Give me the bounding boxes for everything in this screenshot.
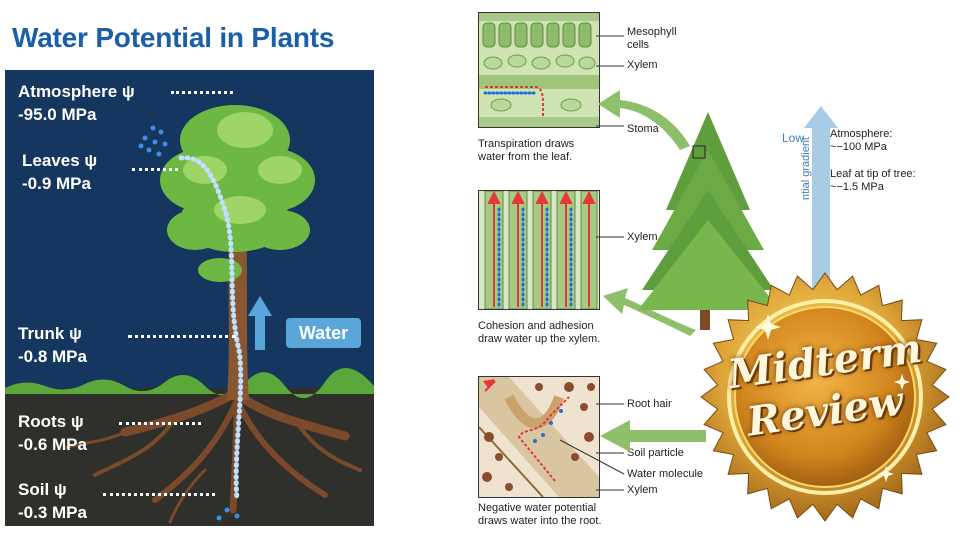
mesophyll-label: Mesophyll cells (627, 26, 677, 52)
roots-value: -0.6 MPa (18, 435, 87, 454)
water-molecule-label: Water molecule (627, 468, 704, 480)
leaf-cells-illustration (479, 13, 599, 127)
stem-caption-line2: draw water up the xylem. (478, 333, 601, 345)
conifer-tree-illustration (638, 112, 780, 330)
atmosphere-gradient-label: Atmosphere: ~−100 MPa (830, 128, 892, 154)
gradient-axis-label: ntial gradient (800, 137, 812, 200)
leaves-leader (132, 168, 178, 171)
atmosphere-name: Atmosphere ψ (18, 82, 135, 101)
soil-value: -0.3 MPa (18, 503, 87, 522)
leaf-tip-gradient-value: ~−1.5 MPa (830, 181, 884, 193)
leaves-name: Leaves ψ (22, 151, 98, 170)
tree-illustration (5, 105, 374, 526)
trunk-name: Trunk ψ (18, 324, 82, 343)
leaf-xylem-label: Xylem (627, 59, 658, 71)
soil-label: Soil ψ -0.3 MPa (18, 478, 87, 524)
roots-leader (119, 422, 201, 425)
soil-particle-label: Soil particle (627, 447, 684, 459)
stoma-label: Stoma (627, 123, 659, 135)
leaf-tip-gradient-title: Leaf at tip of tree: (830, 168, 916, 180)
atmosphere-gradient-title: Atmosphere: (830, 128, 893, 140)
atmosphere-gradient-value: ~−100 MPa (830, 141, 887, 153)
roots-label: Roots ψ -0.6 MPa (18, 410, 87, 456)
root-caption-line2: draws water into the root. (478, 515, 602, 527)
xylem-vessels-illustration (484, 191, 598, 309)
leaves-label: Leaves ψ -0.9 MPa (22, 149, 97, 195)
water-tag: Water (286, 318, 361, 348)
water-potential-panel: Atmosphere ψ -95.0 MPa Leaves ψ -0.9 MPa… (5, 70, 374, 526)
root-caption-line1: Negative water potential (478, 502, 597, 514)
soil-name: Soil ψ (18, 480, 67, 499)
diagram-connectors (559, 35, 838, 491)
leaves-value: -0.9 MPa (22, 174, 91, 193)
root-caption: Negative water potential draws water int… (478, 502, 602, 528)
leaf-caption: Transpiration draws water from the leaf. (478, 138, 574, 164)
leaf-caption-line2: water from the leaf. (478, 151, 573, 163)
stem-caption-line1: Cohesion and adhesion (478, 320, 594, 332)
mesophyll-text: Mesophyll (627, 26, 677, 38)
trunk-label: Trunk ψ -0.8 MPa (18, 322, 87, 368)
leaf-caption-line1: Transpiration draws (478, 138, 575, 150)
trunk-value: -0.8 MPa (18, 347, 87, 366)
badge-seal-shape (700, 272, 950, 522)
root-cross-section (478, 376, 600, 498)
stem-xylem-label: Xylem (627, 231, 658, 243)
root-hair-label: Root hair (627, 398, 672, 410)
atmosphere-leader (171, 91, 233, 94)
soil-leader (103, 493, 215, 496)
root-soil-illustration (479, 377, 599, 497)
page-title: Water Potential in Plants (12, 22, 335, 53)
trunk-leader (128, 335, 236, 338)
gradient-low-label: Low (782, 131, 805, 145)
roots-name: Roots ψ (18, 412, 84, 431)
leaf-cross-section (478, 12, 600, 128)
atmosphere-label: Atmosphere ψ -95.0 MPa (18, 80, 135, 126)
midterm-review-badge: Midterm Review (698, 270, 952, 524)
transpiration-diagram: Mesophyll cells Xylem Stoma Transpiratio… (470, 0, 960, 540)
atmosphere-value: -95.0 MPa (18, 105, 97, 124)
root-xylem-label: Xylem (627, 484, 658, 496)
xylem-cross-section (478, 190, 600, 310)
stem-caption: Cohesion and adhesion draw water up the … (478, 320, 600, 346)
leaf-tip-gradient-label: Leaf at tip of tree: ~−1.5 MPa (830, 168, 916, 194)
cells-text: cells (627, 39, 650, 51)
